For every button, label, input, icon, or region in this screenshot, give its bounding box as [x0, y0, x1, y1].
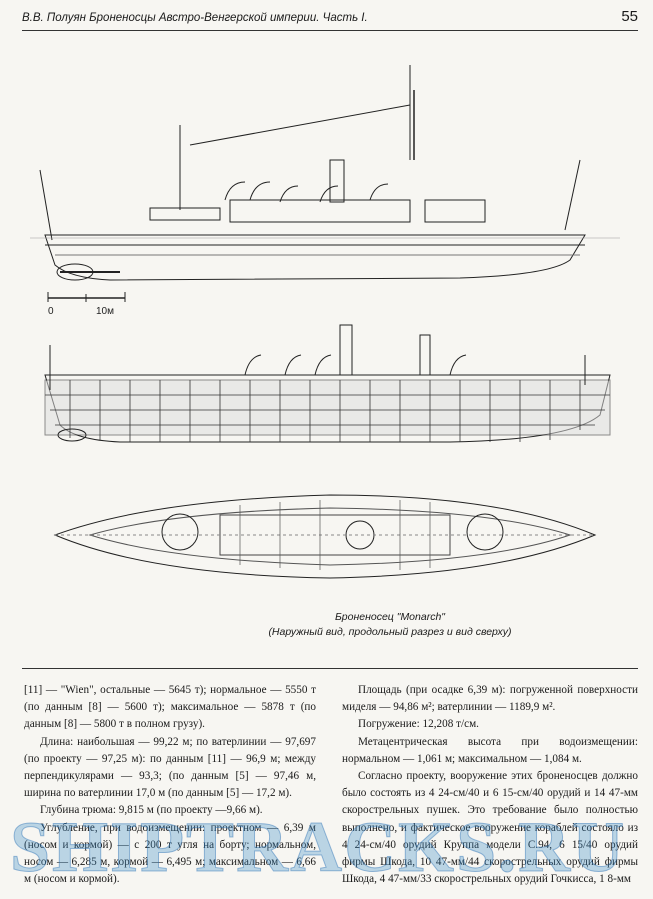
scale-ten-label: 10м [96, 306, 114, 317]
running-title: В.В. Полуян Броненосцы Австро-Венгерской… [22, 12, 368, 24]
ship-drawing-figure: 0 10м [30, 50, 620, 615]
scale-bar [47, 292, 126, 302]
paragraph: Согласно проекту, вооружение этих бронен… [342, 770, 638, 886]
caption-title: Броненосец "Monarch" [334, 611, 446, 623]
figure-caption: Броненосец "Monarch" (Наружный вид, прод… [0, 610, 653, 640]
scale-zero-label: 0 [48, 306, 54, 317]
caption-subtitle: (Наружный вид, продольный разрез и вид с… [268, 626, 512, 638]
section-divider [22, 668, 638, 669]
paragraph: Площадь (при осадке 6,39 м): погруженной… [342, 684, 638, 714]
paragraph: [11] — "Wien", остальные — 5645 т); норм… [24, 684, 316, 731]
paragraph: Углубление, при водоизмещении: проектном… [24, 821, 316, 886]
section-view [44, 324, 611, 443]
right-text-column: Площадь (при осадке 6,39 м): погруженной… [342, 682, 638, 888]
paragraph: Длина: наибольшая — 99,22 м; по ватерлин… [24, 735, 316, 800]
profile-view [30, 65, 620, 281]
ship-drawings: 0 10м [30, 65, 620, 579]
left-text-column: [11] — "Wien", остальные — 5645 т); норм… [24, 682, 316, 888]
plan-view [53, 494, 597, 579]
running-header: В.В. Полуян Броненосцы Австро-Венгерской… [22, 8, 638, 31]
paragraph: Глубина трюма: 9,815 м (по проекту —9,66… [40, 804, 263, 817]
paragraph: Метацентрическая высота при водоизмещени… [342, 735, 638, 765]
paragraph: Погружение: 12,208 т/см. [358, 718, 479, 731]
page-number: 55 [621, 8, 638, 25]
